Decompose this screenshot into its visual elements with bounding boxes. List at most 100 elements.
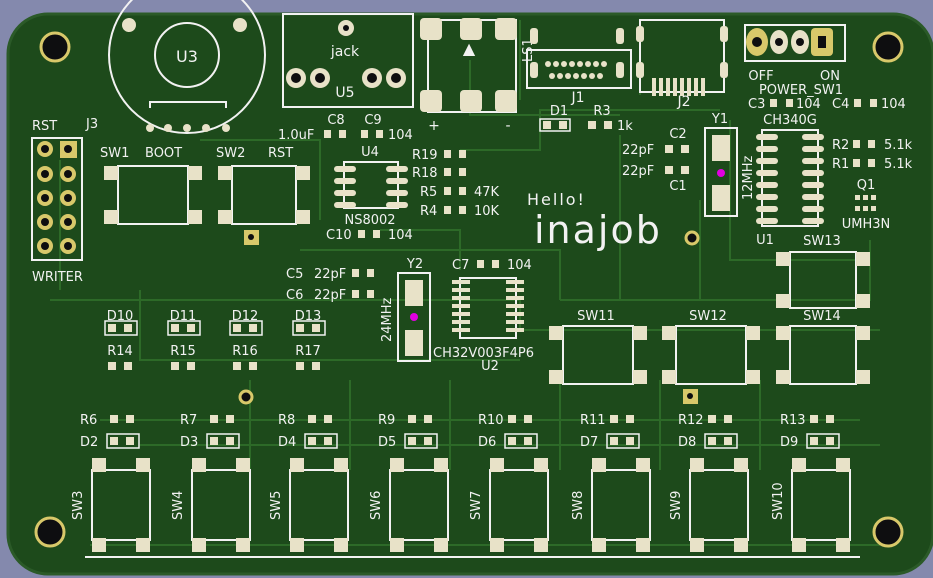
resistor-r17 xyxy=(296,362,320,370)
led-d13 xyxy=(292,320,326,336)
resistor-r9 xyxy=(408,415,432,423)
y1-crystal: Y1 12MHz xyxy=(704,112,756,217)
resistor-r8 xyxy=(308,415,332,423)
mounting-hole-tr xyxy=(872,31,904,63)
resistor-label-r11: R11 xyxy=(580,413,606,428)
c5-value: 22pF xyxy=(314,267,346,282)
diode-d5 xyxy=(404,433,438,449)
u1-label: U1 xyxy=(756,233,774,248)
sw14-label: SW14 xyxy=(803,309,841,324)
y2-freq: 24MHz xyxy=(380,297,395,342)
u3-component: U3 xyxy=(108,0,266,134)
switch-sw7: SW7 xyxy=(469,458,549,552)
r2-value: 5.1k xyxy=(884,138,913,153)
switch-label-sw6: SW6 xyxy=(369,491,384,520)
diode-label-d4: D4 xyxy=(278,435,296,450)
u3-label: U3 xyxy=(176,47,198,66)
c9-label: C9 xyxy=(364,113,381,128)
diode-label-d6: D6 xyxy=(478,435,496,450)
r1-value: 5.1k xyxy=(884,157,913,172)
c8-value: 1.0uF xyxy=(278,128,314,143)
c5-label: C5 xyxy=(286,267,303,282)
led-d11 xyxy=(167,320,201,336)
diode-label-d5: D5 xyxy=(378,435,396,450)
c6-value: 22pF xyxy=(314,288,346,303)
u4-ns8002: U4 NS8002 C10 104 xyxy=(326,145,413,243)
resistor-r12 xyxy=(708,415,732,423)
c7-label: C7 xyxy=(452,258,469,273)
ns8002-label: NS8002 xyxy=(344,213,395,228)
switch-label-sw4: SW4 xyxy=(171,491,186,520)
power-switch: OFF ON POWER_SW1 xyxy=(744,24,846,98)
diode-d2 xyxy=(106,433,140,449)
sw11: SW11 xyxy=(549,309,647,385)
diode-label-d9: D9 xyxy=(780,435,798,450)
c1-label: C1 xyxy=(669,179,686,194)
resistor-r7 xyxy=(210,415,234,423)
diode-d4 xyxy=(304,433,338,449)
bottom-button-row: R6D2SW3R7D3SW4R8D4SW5R9D5SW6R10D6SW7R11D… xyxy=(71,413,851,552)
y2-crystal: Y2 24MHz xyxy=(380,257,431,362)
j1-usb-connector: J1 xyxy=(526,28,632,106)
u2-ch32: C7 104 CH32V003F4P6 U2 xyxy=(433,258,534,374)
resistor-r11 xyxy=(610,415,634,423)
r-column: R19 R18 R5 47K R4 10K xyxy=(412,148,500,219)
c2-label: C2 xyxy=(669,127,686,142)
switch-sw6: SW6 xyxy=(369,458,449,552)
switch-label-sw10: SW10 xyxy=(771,482,786,520)
u1-ch340g: CH340G U1 xyxy=(756,113,824,248)
y1-freq: 12MHz xyxy=(741,155,756,200)
switch-label-sw9: SW9 xyxy=(669,491,684,520)
diode-label-d8: D8 xyxy=(678,435,696,450)
ls1-arrow: ▲ xyxy=(463,39,476,58)
c8-label: C8 xyxy=(327,113,344,128)
resistor-label-r7: R7 xyxy=(180,413,197,428)
led-d10 xyxy=(104,320,138,336)
ch340g-label: CH340G xyxy=(763,113,817,128)
inajob-text: inajob xyxy=(534,208,662,252)
c3-value: 104 xyxy=(796,97,821,112)
c8-c9: C8 C9 1.0uF 104 xyxy=(278,113,413,143)
c3-c4: C3 104 C4 104 xyxy=(748,97,906,112)
q1-transistor: Q1 UMH3N xyxy=(842,178,891,232)
switch-sw8: SW8 xyxy=(571,458,651,552)
c1-value: 22pF xyxy=(622,164,654,179)
mounting-hole-bl xyxy=(34,516,66,548)
writer-label: WRITER xyxy=(32,270,83,285)
c6-label: C6 xyxy=(286,288,303,303)
switch-sw9: SW9 xyxy=(669,458,749,552)
switch-label-sw8: SW8 xyxy=(571,491,586,520)
via-gold-1 xyxy=(684,230,700,246)
r2-label: R2 xyxy=(832,138,849,153)
sw1-boot: SW1 BOOT xyxy=(100,146,202,225)
c10-value: 104 xyxy=(388,228,413,243)
sw1-label: SW1 xyxy=(100,146,129,161)
q1-label: Q1 xyxy=(857,178,876,193)
c7-value: 104 xyxy=(507,258,532,273)
resistor-label-r6: R6 xyxy=(80,413,97,428)
diode-label-d7: D7 xyxy=(580,435,598,450)
hello-text: Hello! xyxy=(527,190,586,209)
resistor-label-r8: R8 xyxy=(278,413,295,428)
switch-label-sw3: SW3 xyxy=(71,491,86,520)
sw14: SW14 xyxy=(776,309,870,385)
u5-label: U5 xyxy=(335,85,354,101)
r4-label: R4 xyxy=(420,204,437,219)
u5-audio-jack: jack U5 xyxy=(282,13,414,108)
power-sw1-label: POWER_SW1 xyxy=(759,83,843,98)
mounting-hole-br xyxy=(872,516,904,548)
r1-r2: R2 5.1k R1 5.1k xyxy=(832,138,913,172)
rst-label: RST xyxy=(32,119,57,134)
r4-value: 10K xyxy=(474,204,500,219)
umh3n-label: UMH3N xyxy=(842,217,891,232)
sw12-label: SW12 xyxy=(689,309,727,324)
mounting-hole-tl xyxy=(39,31,71,63)
c5-c6: C5 22pF C6 22pF xyxy=(286,267,374,303)
y2-label: Y2 xyxy=(406,257,423,272)
c2-value: 22pF xyxy=(622,143,654,158)
resistor-label-r14: R14 xyxy=(107,344,133,359)
y1-label: Y1 xyxy=(711,112,728,127)
